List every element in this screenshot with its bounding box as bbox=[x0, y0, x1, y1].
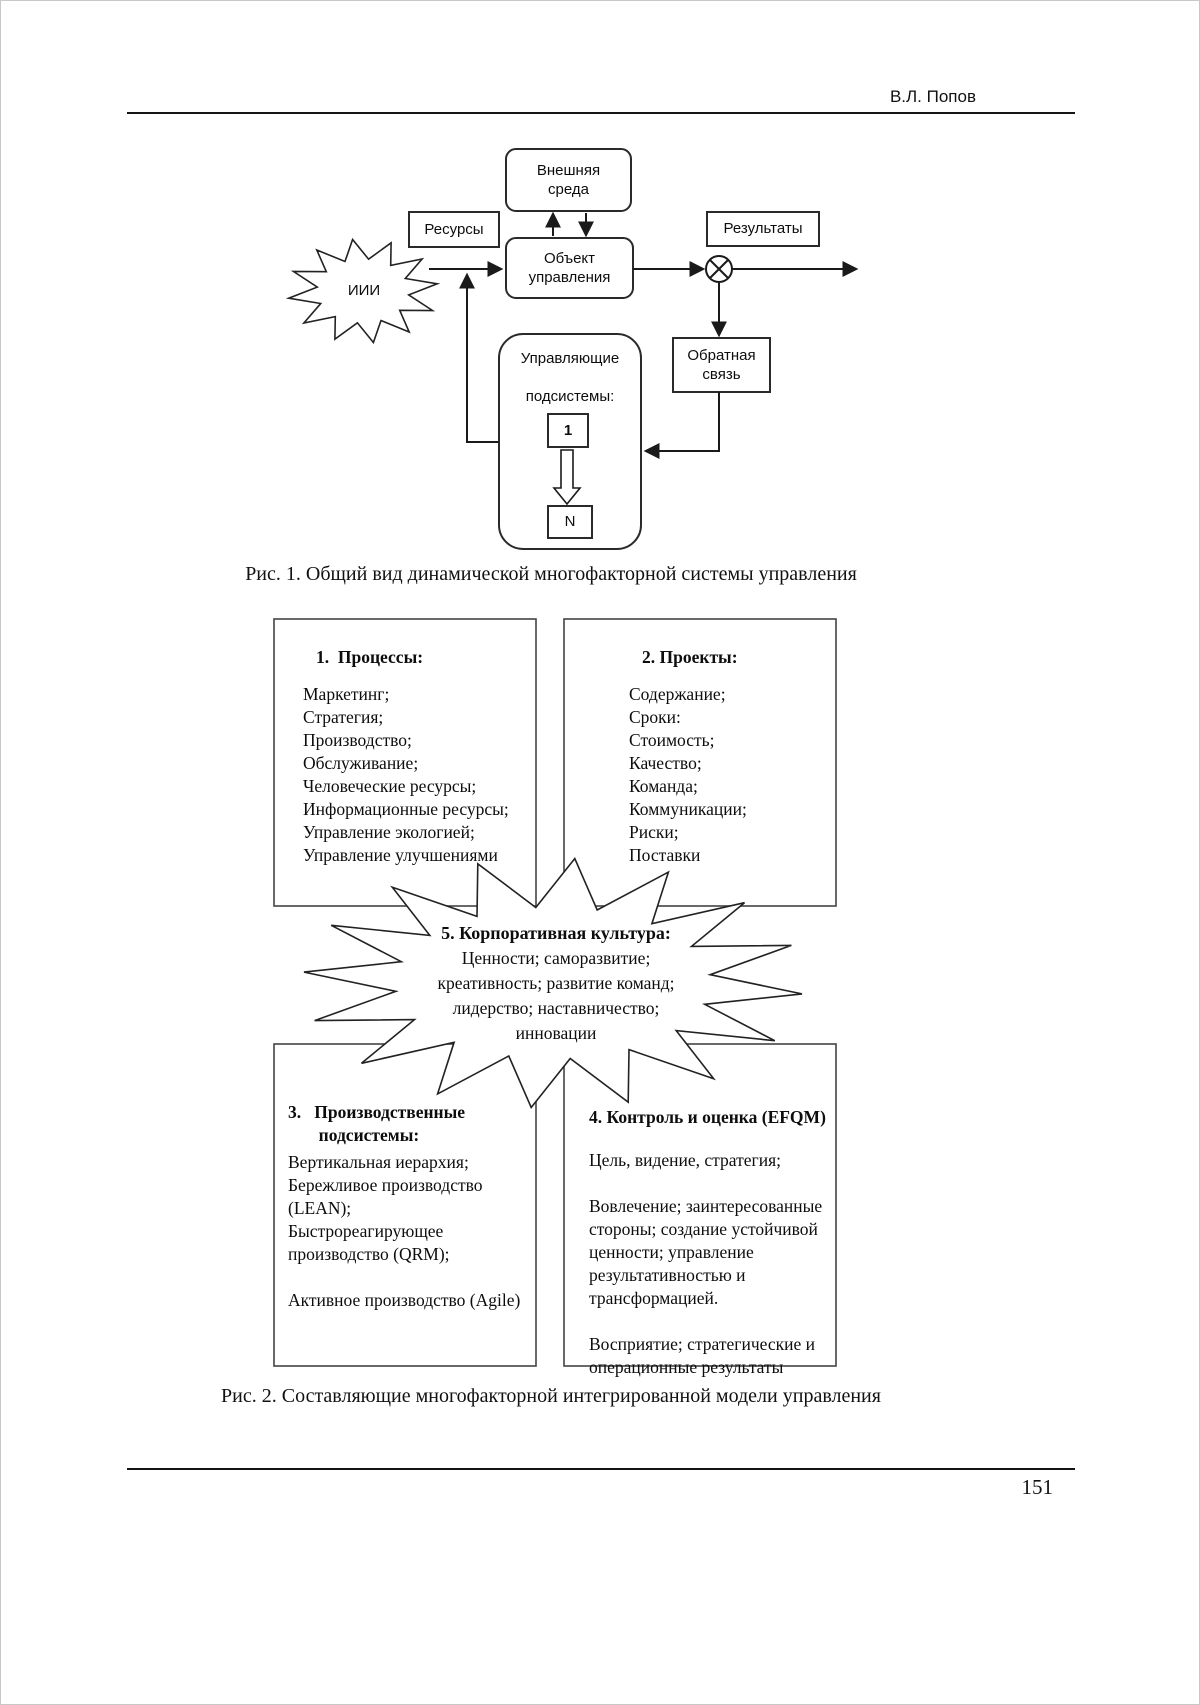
list-item: Маркетинг; bbox=[303, 684, 390, 704]
fig2-box1-rect bbox=[273, 618, 537, 907]
fig2-box1-list: Маркетинг; Стратегия; Производство; Обсл… bbox=[303, 683, 531, 867]
external-environment-rect bbox=[505, 148, 632, 212]
list-item: Бережливое производство (LEAN); bbox=[288, 1175, 483, 1218]
list-item: Цель, видение, стратегия; bbox=[589, 1150, 781, 1170]
list-item: Команда; bbox=[629, 776, 698, 796]
fig2-box3-list: Вертикальная иерархия; Бережливое произв… bbox=[288, 1151, 528, 1312]
footer-rule bbox=[127, 1468, 1075, 1470]
list-item: Управление экологией; bbox=[303, 822, 475, 842]
list-item: Производство; bbox=[303, 730, 412, 750]
fig1-starburst-label: ИИИ bbox=[347, 282, 381, 300]
list-item: Стоимость; bbox=[629, 730, 715, 750]
page-number: 151 bbox=[1021, 1475, 1054, 1499]
list-item: Вертикальная иерархия; bbox=[288, 1152, 469, 1172]
junction-cross-line bbox=[709, 259, 729, 279]
list-item: Качество; bbox=[629, 753, 702, 773]
subsystems-range-arrow bbox=[552, 449, 582, 506]
fig2-box2-title: 2. Проекты: bbox=[642, 647, 738, 667]
feedback-label: Обратная связь bbox=[687, 346, 756, 384]
list-item: Сроки: bbox=[629, 707, 681, 727]
list-item bbox=[589, 1172, 831, 1195]
fig2-box3-title: 3. Производственные подсистемы: bbox=[288, 1102, 466, 1145]
list-item bbox=[288, 1266, 528, 1289]
figure1-caption: Рис. 1. Общий вид динамической многофакт… bbox=[245, 563, 857, 585]
fig2-box2-list: Содержание; Сроки: Стоимость; Качество; … bbox=[629, 683, 829, 867]
list-item: Управление улучшениями bbox=[303, 845, 498, 865]
list-item: Коммуникации; bbox=[629, 799, 747, 819]
subsystem-1-label: 1 bbox=[563, 421, 573, 439]
results-label: Результаты bbox=[723, 220, 803, 238]
list-item: Быстрореагирующее производство (QRM); bbox=[288, 1221, 450, 1264]
fig2-box4-title: 4. Контроль и оценка (EFQM) bbox=[589, 1107, 826, 1127]
control-subsystems-label-line1: Управляющие bbox=[520, 350, 620, 368]
list-item: Стратегия; bbox=[303, 707, 384, 727]
subsystem-n-rect bbox=[547, 505, 593, 539]
subsystem-n-label: N bbox=[564, 513, 576, 531]
external-environment-label: Внешняя среда bbox=[536, 161, 601, 199]
feedback-rect bbox=[672, 337, 771, 393]
arrow-feedback-to-subsystems bbox=[643, 392, 720, 459]
list-item: Активное производство (Agile) bbox=[288, 1290, 521, 1310]
resources-rect bbox=[408, 211, 500, 248]
control-subsystems-label-line2: подсистемы: bbox=[525, 388, 615, 406]
list-item: Человеческие ресурсы; bbox=[303, 776, 477, 796]
fig1-boxes bbox=[408, 148, 820, 550]
fig2-starburst-body: Ценности; саморазвитие; креативность; ра… bbox=[437, 948, 675, 1043]
fig2-box2-rect bbox=[563, 618, 837, 907]
fig2-box1-title: 1. Процессы: bbox=[316, 647, 424, 667]
list-item: Обслуживание; bbox=[303, 753, 419, 773]
fig2-box4-list: Цель, видение, стратегия; Вовлечение; за… bbox=[589, 1149, 831, 1379]
fig1-starburst-shape bbox=[285, 237, 441, 345]
control-object-label: Объект управления bbox=[528, 249, 611, 287]
results-rect bbox=[706, 211, 820, 247]
list-item bbox=[589, 1310, 831, 1333]
resources-label: Ресурсы bbox=[424, 220, 484, 238]
fig2-box4-rect bbox=[563, 1043, 837, 1367]
fig1-arrows bbox=[429, 211, 859, 459]
list-item: Восприятие; стратегические и операционны… bbox=[589, 1334, 815, 1377]
list-item: Риски; bbox=[629, 822, 679, 842]
arrow-subsystems-to-input bbox=[459, 272, 499, 443]
subsystem-1-rect bbox=[547, 413, 589, 448]
fig2-starburst-shape bbox=[303, 856, 803, 1110]
fig2-starburst-title: 5. Корпоративная культура: bbox=[441, 923, 671, 943]
list-item: Информационные ресурсы; bbox=[303, 799, 509, 819]
list-item: Содержание; bbox=[629, 684, 726, 704]
header-rule bbox=[127, 112, 1075, 114]
header-author: В.Л. Попов bbox=[889, 87, 976, 106]
list-item: Поставки bbox=[629, 845, 701, 865]
list-item: Вовлечение; заинтересованные стороны; со… bbox=[589, 1196, 823, 1308]
figure2-caption: Рис. 2. Составляющие многофакторной инте… bbox=[221, 1385, 881, 1407]
fig2-starburst-text: 5. Корпоративная культура: Ценности; сам… bbox=[383, 921, 729, 1046]
summation-junction bbox=[705, 255, 733, 283]
